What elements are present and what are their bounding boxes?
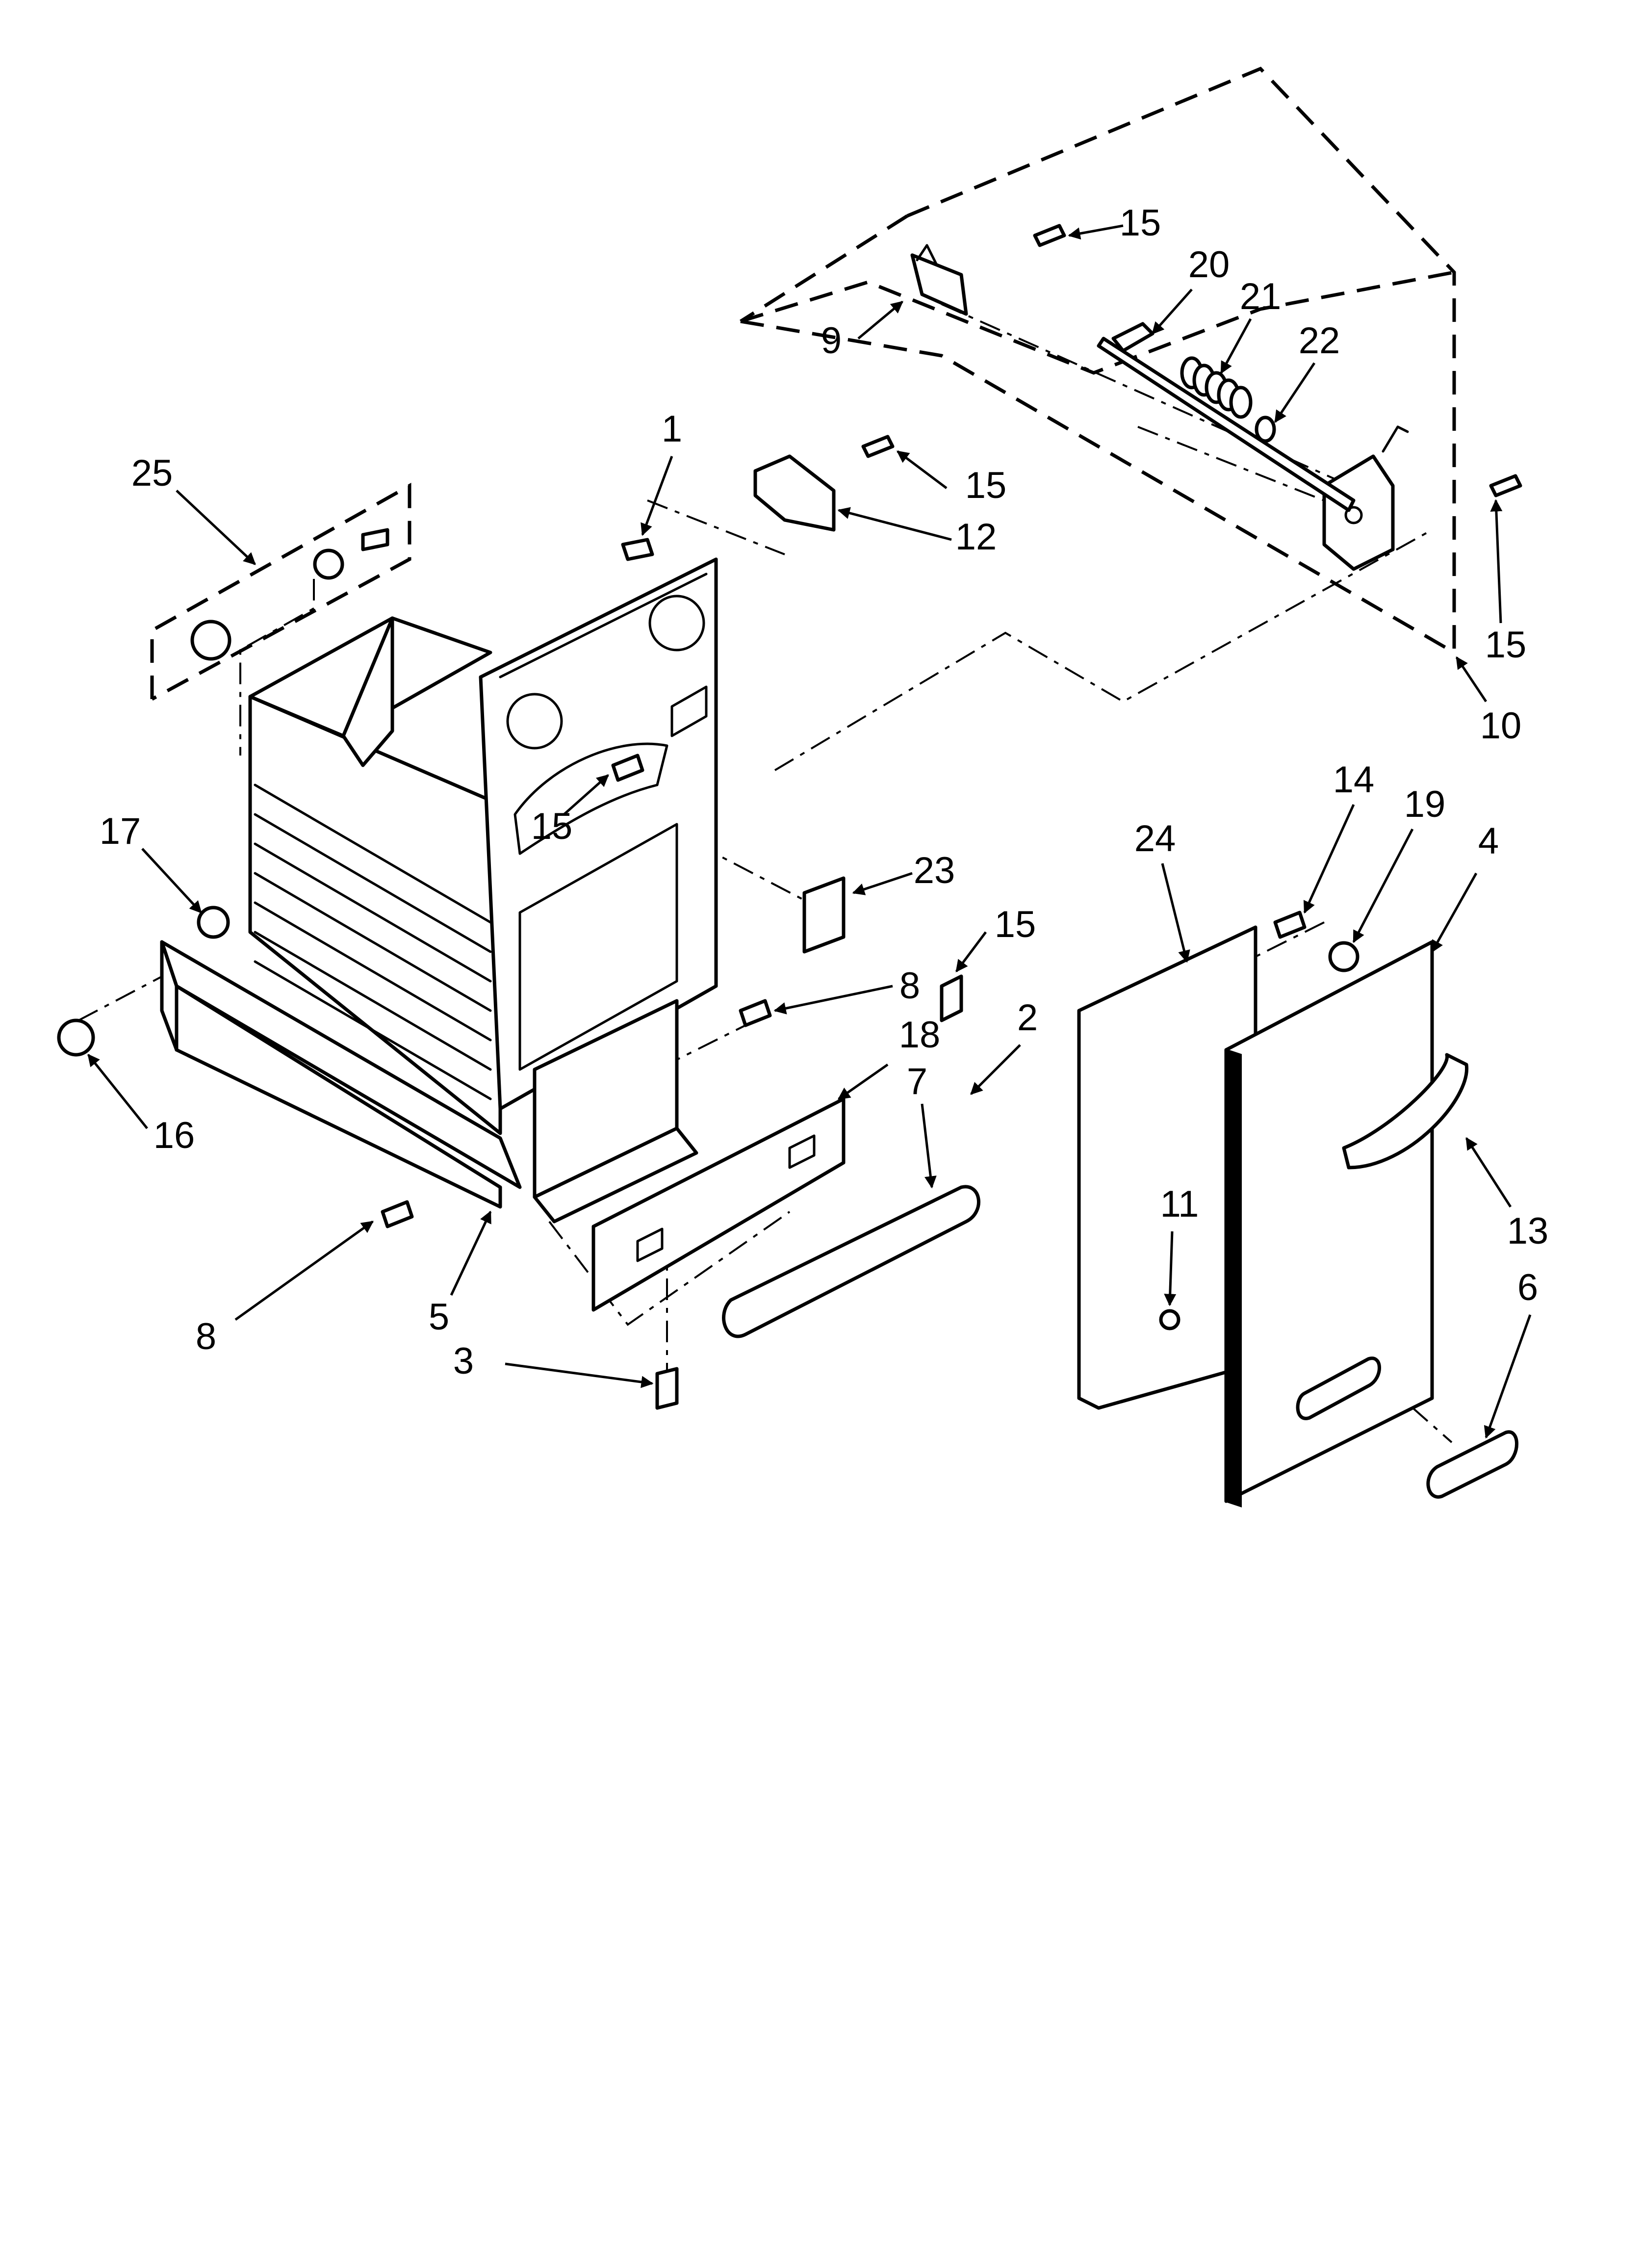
callout-2: 2 bbox=[1017, 997, 1038, 1039]
screw bbox=[361, 528, 389, 551]
leader-lines bbox=[87, 224, 1532, 1439]
screw bbox=[1273, 911, 1307, 939]
nut bbox=[197, 906, 230, 939]
callout-19: 19 bbox=[1404, 783, 1446, 825]
screw bbox=[739, 999, 772, 1027]
leveling-leg bbox=[57, 1018, 95, 1057]
screw bbox=[1033, 224, 1066, 247]
callout-15-right: 15 bbox=[1485, 624, 1527, 666]
callout-25: 25 bbox=[131, 452, 173, 494]
callout-15-mid: 15 bbox=[531, 806, 573, 847]
assembly-group-25-outline bbox=[150, 483, 411, 701]
kickplate bbox=[591, 1097, 846, 1312]
callout-12: 12 bbox=[955, 516, 997, 558]
nut-11 bbox=[1159, 1309, 1180, 1330]
latch-plate bbox=[910, 253, 968, 316]
callout-14: 14 bbox=[1333, 759, 1375, 801]
callout-23: 23 bbox=[914, 850, 955, 891]
strike bbox=[802, 876, 846, 954]
screw bbox=[655, 1367, 679, 1410]
callout-17: 17 bbox=[100, 810, 141, 852]
callout-11: 11 bbox=[1160, 1183, 1199, 1225]
callout-7: 7 bbox=[907, 1061, 927, 1102]
callout-24: 24 bbox=[1134, 818, 1176, 860]
callout-4: 4 bbox=[1478, 820, 1499, 862]
door-edge bbox=[1225, 1048, 1242, 1508]
screw bbox=[940, 974, 963, 1022]
cabinet bbox=[160, 557, 718, 1224]
bumper-19 bbox=[1328, 941, 1360, 972]
callout-13: 13 bbox=[1507, 1210, 1549, 1252]
callout-8-right: 8 bbox=[899, 965, 920, 1007]
screw bbox=[381, 1200, 414, 1228]
callout-20: 20 bbox=[1188, 244, 1230, 286]
spring bbox=[1180, 356, 1253, 419]
callout-5: 5 bbox=[429, 1296, 449, 1338]
cap-25 bbox=[190, 620, 231, 661]
top-hinge-assembly bbox=[910, 244, 1409, 571]
washer bbox=[1255, 416, 1276, 443]
callout-18: 18 bbox=[899, 1014, 941, 1056]
callout-6: 6 bbox=[1517, 1267, 1538, 1308]
door-logo-slot bbox=[1296, 1356, 1381, 1420]
screw bbox=[621, 538, 654, 561]
inner-door-panel bbox=[1077, 925, 1257, 1410]
washer-25 bbox=[313, 548, 344, 580]
door-logo-badge bbox=[1426, 1430, 1518, 1499]
callout-15-bracket: 15 bbox=[965, 465, 1007, 506]
callout-9: 9 bbox=[821, 320, 842, 362]
door-handle bbox=[1342, 1053, 1468, 1170]
callout-16: 16 bbox=[154, 1115, 195, 1156]
toe-grille bbox=[722, 1185, 980, 1338]
hinge-bracket bbox=[1322, 454, 1395, 571]
screw bbox=[861, 435, 895, 458]
screw bbox=[611, 754, 644, 782]
callout-22: 22 bbox=[1299, 320, 1340, 362]
callout-3: 3 bbox=[453, 1340, 474, 1382]
callout-10: 10 bbox=[1480, 705, 1522, 747]
callout-labels: 15 9 20 21 22 1 25 15 12 15 10 17 15 23 … bbox=[100, 202, 1549, 1382]
spring-rod bbox=[1097, 337, 1356, 512]
hardware bbox=[57, 224, 1522, 1410]
callout-15-top: 15 bbox=[1120, 202, 1161, 244]
callout-8-left: 8 bbox=[196, 1316, 216, 1357]
hinge-bracket-12 bbox=[753, 454, 836, 532]
screw bbox=[1489, 474, 1522, 497]
callout-1: 1 bbox=[662, 408, 682, 450]
callout-21: 21 bbox=[1240, 276, 1282, 317]
callout-15-low: 15 bbox=[995, 904, 1036, 945]
assembly-group-10-outline bbox=[740, 66, 1456, 654]
